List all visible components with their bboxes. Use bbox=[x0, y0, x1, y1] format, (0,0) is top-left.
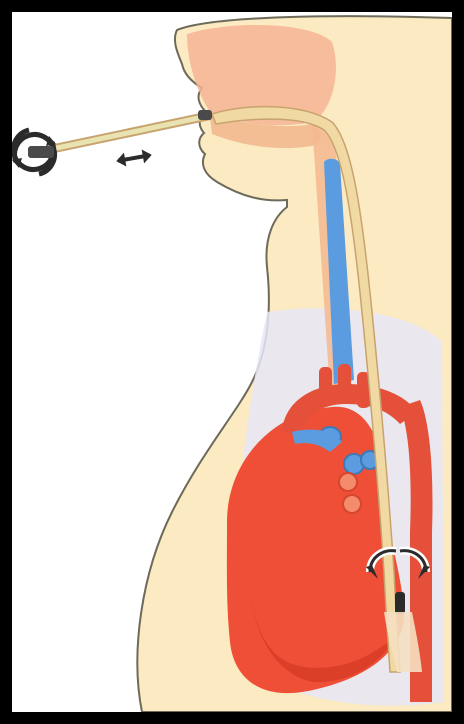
great-vessel-1 bbox=[319, 367, 332, 405]
great-vessel-2 bbox=[338, 364, 351, 404]
probe-tip bbox=[395, 592, 405, 614]
probe-mouth-piece bbox=[198, 110, 212, 120]
pulmonary-artery-2 bbox=[343, 495, 361, 513]
double-arrow-icon bbox=[115, 148, 153, 168]
illustration-canvas bbox=[12, 12, 452, 712]
pulmonary-artery-1 bbox=[339, 473, 357, 491]
tee-illustration bbox=[12, 12, 452, 712]
rotation-knob-icon bbox=[12, 130, 56, 174]
probe-shaft-highlight bbox=[52, 116, 208, 149]
